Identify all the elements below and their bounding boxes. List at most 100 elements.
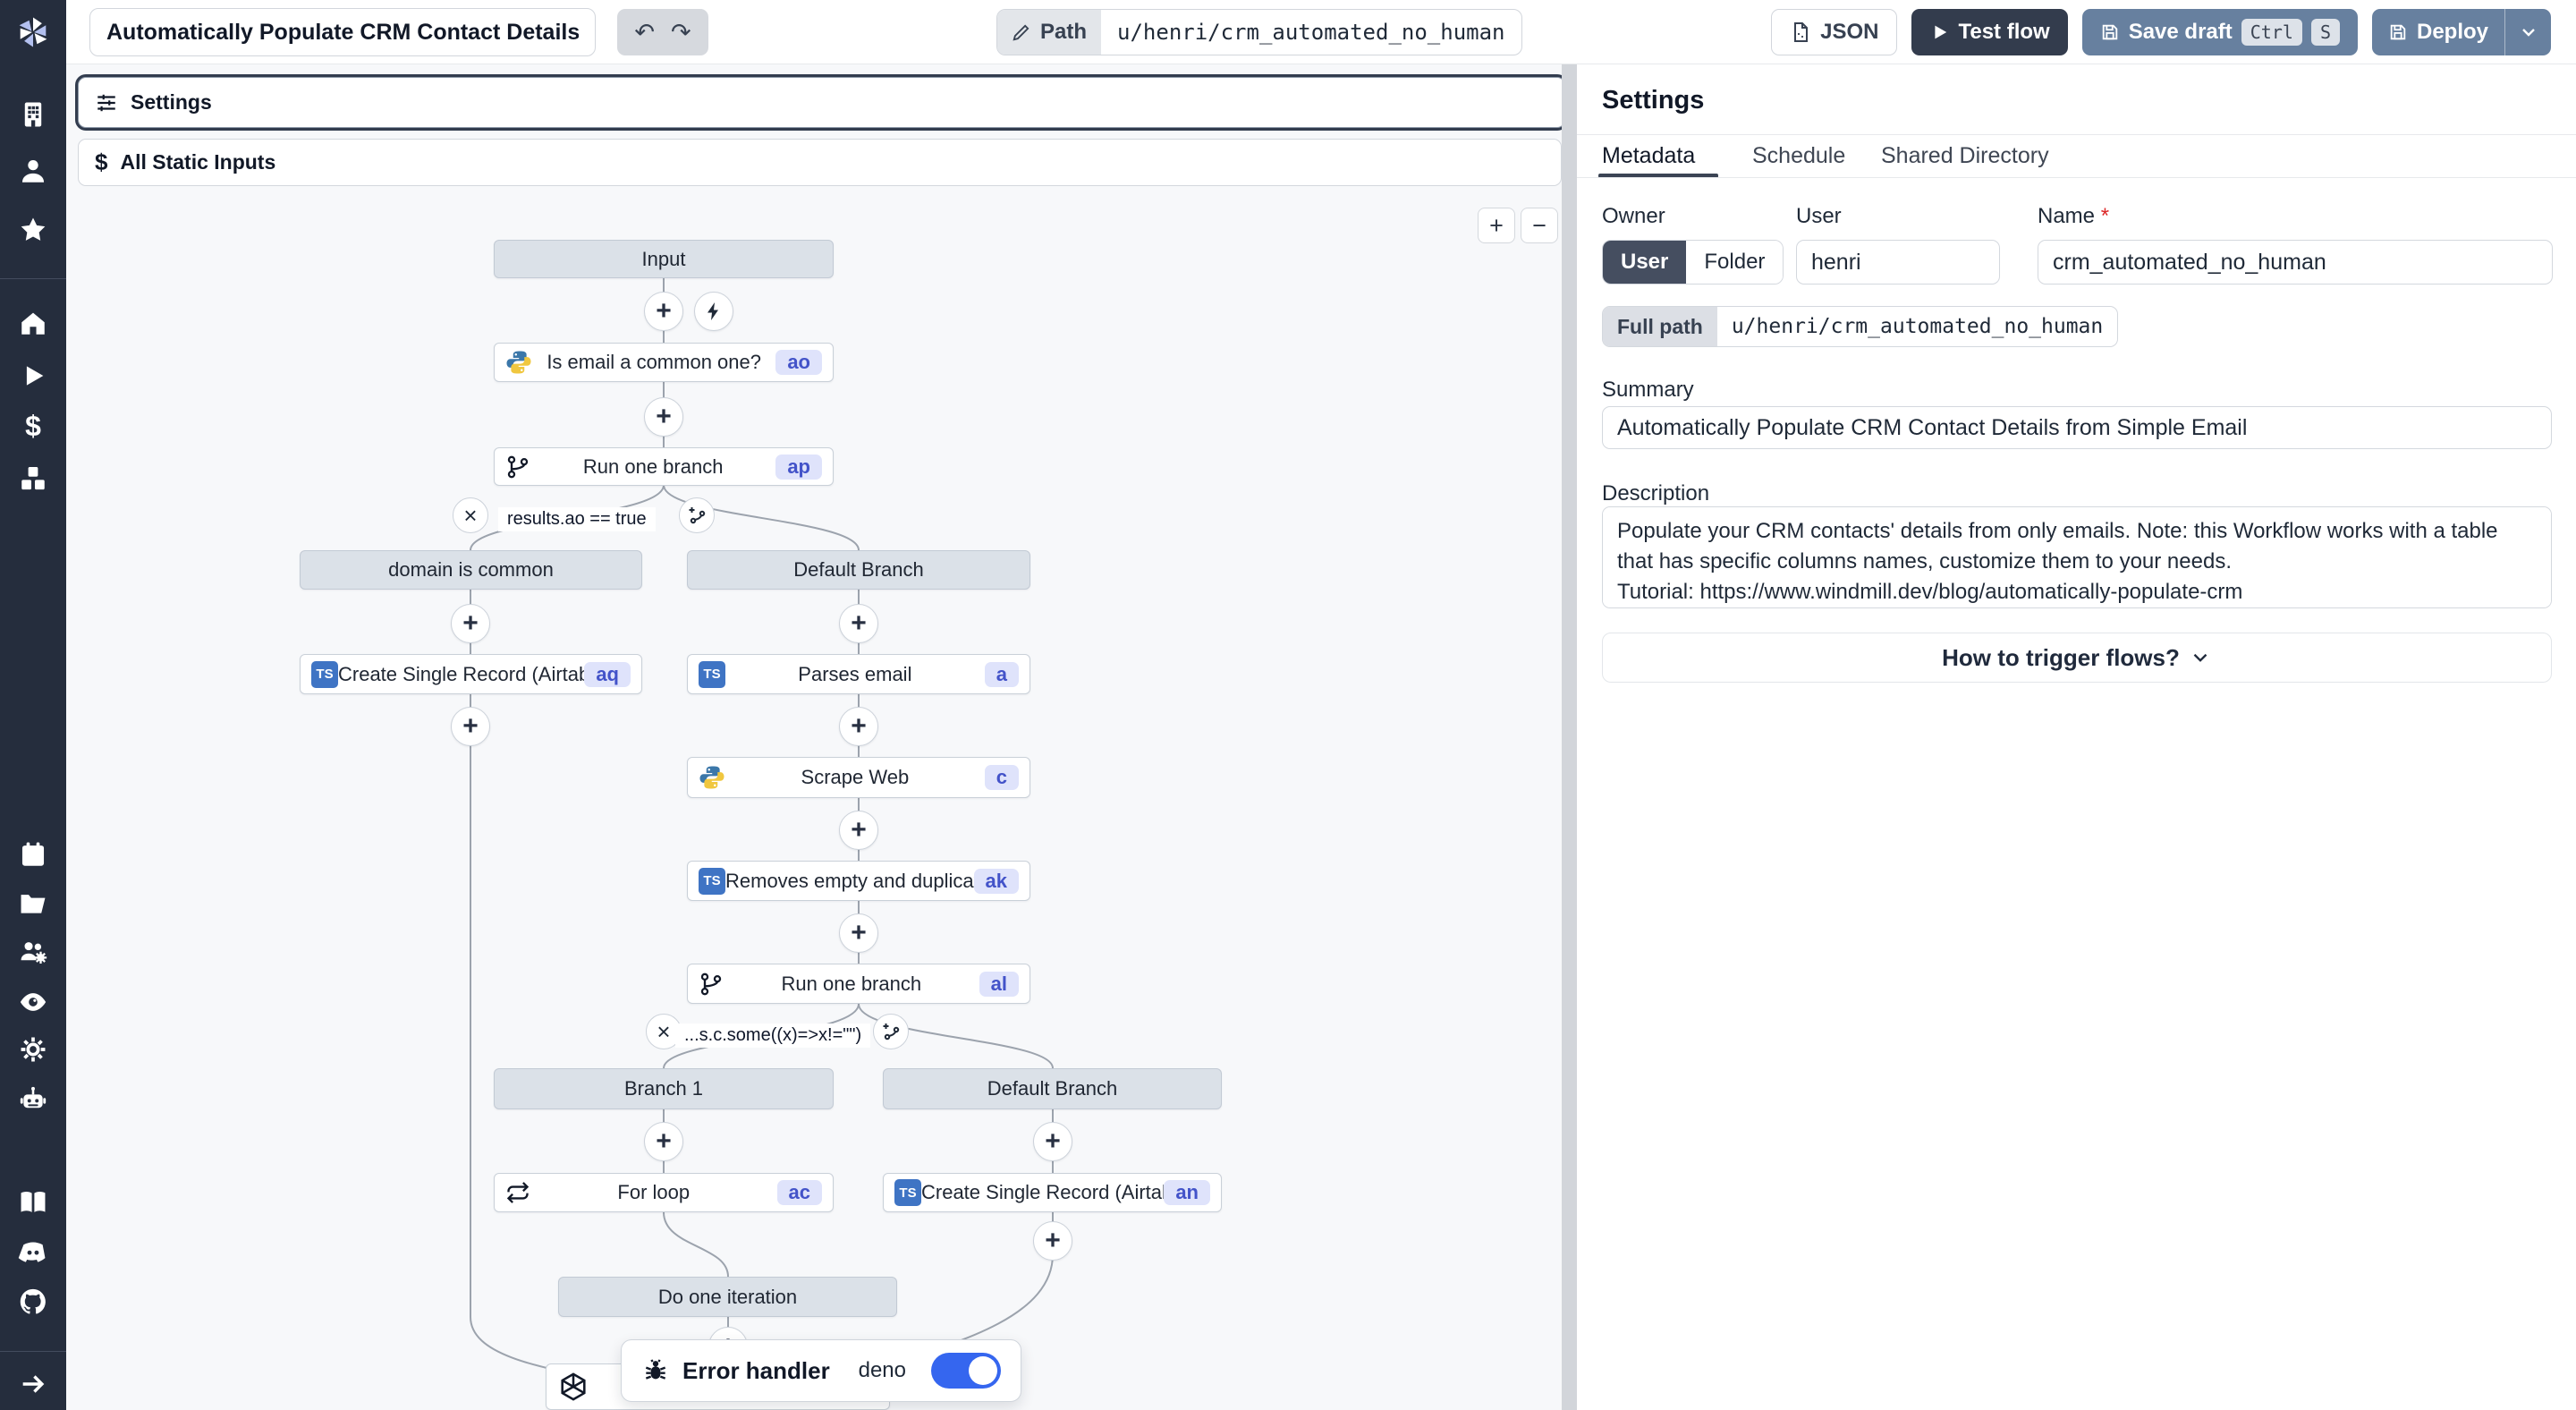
description-textarea[interactable]: Populate your CRM contacts' details from… [1602,506,2552,608]
flow-node-do-one-iteration[interactable]: Do one iteration [558,1277,897,1317]
flow-node-ao[interactable]: Is email a common one? ao [494,343,834,382]
path-value[interactable]: u/henri/crm_automated_no_human [1117,20,1505,45]
flow-branch-header[interactable]: Default Branch [687,550,1030,590]
undo-icon[interactable]: ↶ [634,18,655,46]
add-step-button[interactable]: + [1033,1221,1072,1261]
groups-icon[interactable] [17,936,49,968]
error-handler-toggle[interactable] [931,1353,1001,1389]
settings-icon[interactable] [17,1033,49,1066]
path-control[interactable]: Path u/henri/crm_automated_no_human [996,9,1522,55]
add-step-button[interactable]: + [451,604,490,643]
branch-condition-label[interactable]: results.ao == true [498,507,656,531]
add-step-button[interactable]: + [644,1122,683,1161]
step-id-badge: ao [775,350,822,375]
schedules-icon[interactable] [17,838,49,871]
ai-icon[interactable] [17,1083,49,1116]
add-step-button[interactable]: + [644,397,683,437]
tab-shared-directory[interactable]: Shared Directory [1881,143,2049,168]
flow-branch-header[interactable]: Branch 1 [494,1068,834,1109]
python-icon [506,351,531,374]
step-id-badge: an [1164,1180,1210,1205]
add-step-button[interactable]: + [839,604,878,643]
json-button[interactable]: JSON [1771,9,1898,55]
flow-branch-header[interactable]: domain is common [300,550,642,590]
workspace-icon[interactable] [17,98,49,131]
add-step-button[interactable]: + [451,707,490,746]
add-branch-button[interactable] [679,497,715,533]
all-static-inputs-box[interactable]: $ All Static Inputs [78,139,1562,186]
kbd-ctrl: Ctrl [2241,19,2302,46]
divider [1577,177,2576,178]
flow-node-ak[interactable]: TS Removes empty and duplicates ak [687,861,1030,901]
branch-condition-label[interactable]: ...s.c.some((x)=>x!="") [675,1024,871,1048]
flow-node-input[interactable]: Input [494,240,834,278]
owner-option-folder[interactable]: Folder [1686,241,1784,284]
save-draft-button[interactable]: Save draft Ctrl S [2081,9,2358,55]
full-path: Full path u/henri/crm_automated_no_human [1602,306,2119,347]
folders-icon[interactable] [17,888,49,920]
error-handler-panel[interactable]: Error handler deno [621,1339,1021,1402]
test-flow-button[interactable]: Test flow [1911,9,2068,55]
home-icon[interactable] [17,307,49,339]
step-id-badge: a [984,661,1019,687]
flow-canvas[interactable]: Settings $ All Static Inputs + − Input +… [66,64,1577,1410]
tab-schedule[interactable]: Schedule [1752,143,1846,168]
add-step-button[interactable]: + [1033,1122,1072,1161]
add-step-button[interactable]: + [839,811,878,850]
sidebar: $ [0,0,66,1410]
runs-icon[interactable] [17,360,49,392]
owner-option-user[interactable]: User [1603,241,1687,284]
flow-node-ac[interactable]: For loop ac [494,1173,834,1212]
dollar-icon: $ [95,149,108,175]
name-input[interactable] [2038,240,2553,285]
add-branch-button[interactable] [873,1014,909,1049]
collapse-sidebar-icon[interactable] [17,1368,49,1400]
flow-node-al[interactable]: Run one branch al [687,964,1030,1004]
tab-metadata[interactable]: Metadata [1602,143,1696,168]
github-icon[interactable] [17,1286,49,1318]
remove-branch-button[interactable]: × [453,497,488,533]
typescript-icon: TS [311,660,338,688]
variables-icon[interactable]: $ [25,409,41,442]
flow-node-c[interactable]: Scrape Web c [687,757,1030,798]
how-to-trigger-flows-button[interactable]: How to trigger flows? [1602,633,2552,683]
canvas-scrollbar[interactable] [1562,64,1577,1410]
trigger-bolt-button[interactable] [694,292,733,331]
panel-title: Settings [1602,86,1705,115]
favorites-icon[interactable] [17,214,49,246]
required-asterisk: * [2100,204,2110,228]
user-input[interactable] [1796,240,2000,285]
add-step-button[interactable]: + [839,913,878,953]
git-branch-icon [507,455,529,478]
zoom-in-button[interactable]: + [1478,208,1515,243]
topbar: ↶ ↷ Path u/henri/crm_automated_no_human … [66,0,2576,64]
step-id-badge: c [984,765,1019,790]
git-branch-icon [700,973,722,995]
zoom-out-button[interactable]: − [1521,208,1558,243]
flow-node-aq[interactable]: TS Create Single Record (Airtable) aq [300,654,642,694]
error-handler-language: deno [858,1358,906,1382]
add-step-button[interactable]: + [839,707,878,746]
user-icon[interactable] [17,155,49,187]
step-id-badge: ap [775,454,822,480]
flow-summary-input[interactable] [89,8,596,56]
loop-icon [506,1182,530,1203]
resources-icon[interactable] [17,463,49,495]
flow-node-a[interactable]: TS Parses email a [687,654,1030,694]
add-step-button[interactable]: + [644,292,683,331]
flow-settings-box[interactable]: Settings [78,77,1565,128]
description-label: Description [1602,481,1710,505]
summary-input[interactable] [1602,406,2552,449]
undo-redo-group[interactable]: ↶ ↷ [617,9,708,55]
deploy-dropdown-button[interactable] [2504,9,2551,55]
audit-logs-icon[interactable] [17,986,49,1018]
redo-icon[interactable]: ↷ [671,18,691,46]
flow-node-ap[interactable]: Run one branch ap [494,447,834,486]
deploy-button[interactable]: Deploy [2371,9,2504,55]
flow-node-an[interactable]: TS Create Single Record (Airtable) an [883,1173,1222,1212]
docs-icon[interactable] [17,1186,49,1219]
windmill-logo[interactable] [13,13,53,52]
save-icon [2102,24,2117,40]
flow-branch-header[interactable]: Default Branch [883,1068,1222,1109]
discord-icon[interactable] [17,1236,49,1268]
